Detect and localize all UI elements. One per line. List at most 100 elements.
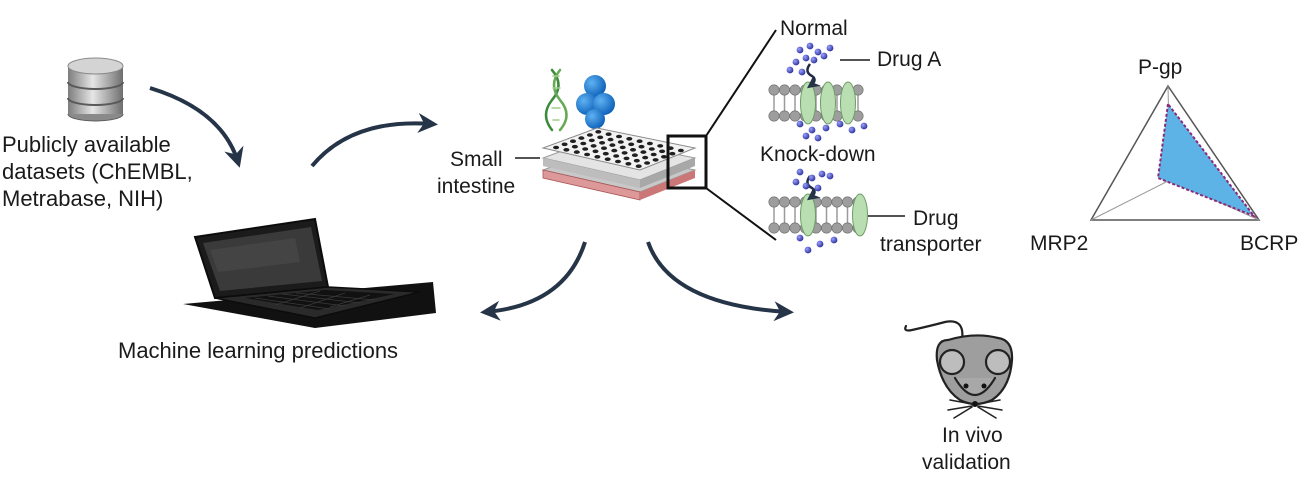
drug-molecule bbox=[826, 44, 834, 52]
lipid-head bbox=[768, 222, 780, 234]
membrane-normal bbox=[768, 42, 868, 142]
arrow-intestine-to-mouse bbox=[646, 241, 794, 322]
datasets-label-line1: Publicly available bbox=[2, 132, 171, 157]
plate-well bbox=[616, 134, 622, 139]
drug-molecule bbox=[816, 240, 824, 248]
plate-well bbox=[570, 139, 576, 143]
plate-well bbox=[561, 142, 568, 147]
plate-well bbox=[677, 148, 684, 153]
plate-well bbox=[617, 140, 624, 144]
drug-molecule bbox=[808, 174, 816, 182]
plate-well bbox=[553, 145, 560, 150]
plate-well bbox=[595, 130, 602, 134]
plate-well bbox=[597, 135, 604, 140]
lipid-head bbox=[789, 84, 801, 96]
drug-molecule bbox=[808, 126, 816, 134]
transporter-protein bbox=[852, 193, 868, 237]
transporter-label-line1: Drug bbox=[913, 207, 959, 230]
drug-molecule bbox=[802, 182, 810, 190]
transporter-protein bbox=[820, 81, 836, 125]
plate-well bbox=[571, 144, 578, 149]
transporter-label-line2: transporter bbox=[880, 233, 982, 256]
protein-balls-icon bbox=[576, 75, 615, 129]
plate-well bbox=[619, 145, 626, 150]
plate-well bbox=[659, 149, 666, 154]
intestine-label-line1: Small bbox=[450, 148, 503, 171]
efflux-arrow bbox=[806, 175, 821, 201]
plate-well bbox=[669, 151, 676, 156]
plate-well bbox=[631, 153, 638, 157]
lipid-head bbox=[778, 222, 790, 234]
plate-well bbox=[580, 141, 587, 146]
radar-chart bbox=[1089, 84, 1261, 221]
drug-molecule bbox=[802, 54, 810, 62]
plate-well bbox=[582, 147, 589, 151]
plate-well bbox=[642, 155, 649, 160]
transporter-protein bbox=[840, 81, 856, 125]
plate-well bbox=[607, 137, 614, 142]
drug-molecule bbox=[814, 134, 822, 142]
lipid-head bbox=[841, 196, 853, 208]
drug-molecule bbox=[826, 172, 834, 180]
drug-molecule bbox=[792, 58, 800, 66]
mouse-label-line1: In vivo bbox=[942, 424, 1003, 447]
plate-well bbox=[638, 144, 645, 149]
plate-well bbox=[650, 152, 657, 157]
radar-outer-triangle bbox=[1089, 84, 1261, 221]
drug-molecule bbox=[830, 236, 838, 244]
plate-well bbox=[626, 137, 633, 141]
drug-molecule bbox=[796, 120, 804, 128]
plate-well bbox=[599, 141, 606, 145]
radar-axis-mrp2 bbox=[1090, 179, 1171, 221]
plate-well bbox=[613, 154, 620, 158]
mouse-label-line2: validation bbox=[922, 451, 1011, 474]
drug-a-label: Drug A bbox=[877, 48, 941, 71]
lipid-head bbox=[820, 196, 832, 208]
drug-molecule bbox=[798, 68, 806, 76]
drug-molecule bbox=[796, 46, 804, 54]
lipid-head bbox=[831, 222, 843, 234]
plate-well bbox=[578, 136, 585, 140]
drug-molecule bbox=[804, 246, 812, 254]
plate-well bbox=[584, 152, 591, 157]
plate-well bbox=[623, 156, 630, 161]
zoom-line-top bbox=[705, 29, 777, 137]
plate-well bbox=[615, 159, 621, 164]
datasets-label-line2: datasets (ChEMBL, bbox=[2, 159, 193, 184]
lipid-head bbox=[841, 222, 853, 234]
lipid-head bbox=[768, 196, 780, 208]
drug-molecule bbox=[860, 122, 868, 130]
efflux-arrow bbox=[806, 63, 821, 89]
transporter-protein bbox=[800, 81, 816, 125]
drug-molecule bbox=[814, 48, 822, 56]
plate-well bbox=[611, 148, 618, 153]
knockdown-label: Knock-down bbox=[760, 143, 876, 166]
drug-molecule bbox=[818, 170, 826, 178]
normal-label: Normal bbox=[780, 17, 848, 40]
plate-well bbox=[594, 155, 601, 159]
plate-well bbox=[592, 149, 599, 154]
drug-molecule bbox=[796, 168, 804, 176]
plate-well bbox=[630, 148, 636, 152]
intestine-label-line2: intestine bbox=[437, 175, 515, 198]
laptop-icon bbox=[183, 217, 436, 328]
plate-well bbox=[657, 144, 664, 148]
lipid-head bbox=[831, 196, 843, 208]
mouse-icon bbox=[904, 320, 1014, 419]
plate-well bbox=[573, 150, 580, 154]
plate-well bbox=[644, 161, 651, 165]
lipid-head bbox=[789, 222, 801, 234]
drug-molecule bbox=[786, 66, 794, 74]
radar-label-mrp2: MRP2 bbox=[1030, 232, 1088, 255]
membrane-knockdown bbox=[768, 168, 868, 254]
plate-well bbox=[646, 141, 653, 146]
lipid-head bbox=[789, 110, 801, 122]
drug-molecule bbox=[792, 178, 800, 186]
plate-well bbox=[605, 132, 612, 136]
radar-label-bcrp: BCRP bbox=[1240, 232, 1298, 255]
plate-well bbox=[604, 157, 611, 161]
plate-well bbox=[652, 158, 659, 162]
radar-label-pgp: P-gp bbox=[1138, 56, 1182, 79]
plate-well bbox=[648, 147, 655, 151]
